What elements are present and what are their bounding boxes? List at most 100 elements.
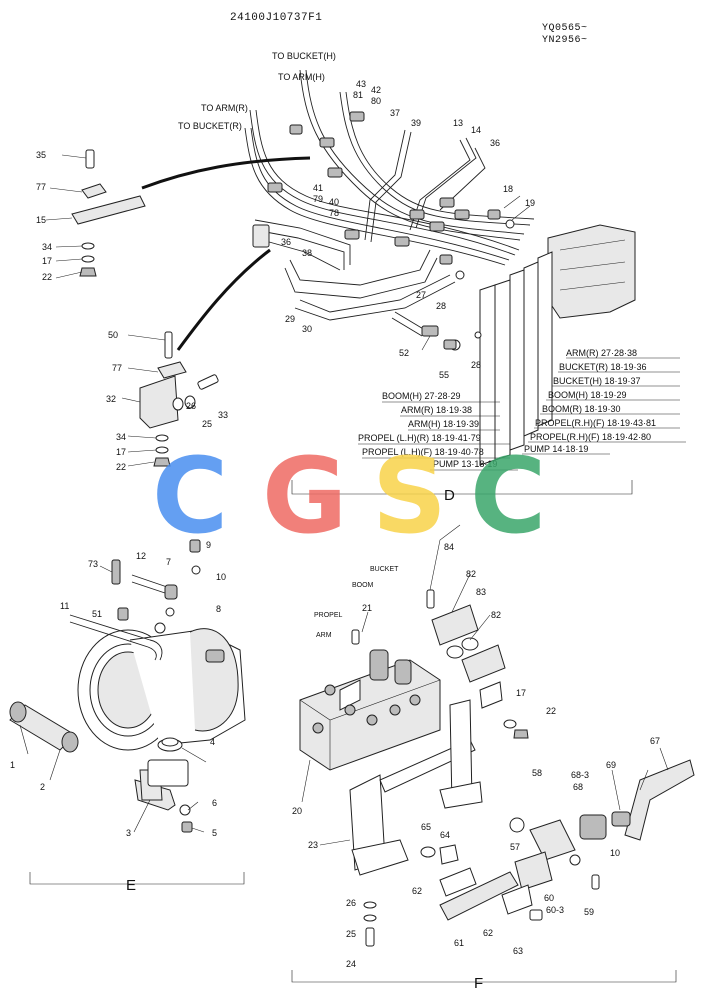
control-valve-body: [547, 224, 636, 319]
watermark-letter: C: [470, 435, 546, 557]
part-number: 58: [532, 768, 542, 778]
part-number: 11: [60, 601, 69, 611]
part-number: 55: [439, 370, 449, 380]
part-number: 8: [216, 604, 221, 614]
part-number: 62: [483, 928, 493, 938]
part-number: 33: [218, 410, 228, 420]
part-number: 7: [166, 557, 171, 567]
part-number: 13: [453, 118, 463, 128]
caption-bucket: BUCKET: [370, 566, 399, 573]
legend-boom-h-r: BOOM(H) 18·19·29: [548, 390, 627, 400]
part-number: 64: [440, 830, 450, 840]
part-number: 17: [42, 256, 52, 266]
legend-propel-rh-f-b: PROPEL(R.H)(F) 18·19·42·80: [530, 432, 651, 442]
section-e-pump: [9, 539, 246, 833]
legend-pump-13: PUMP 13·18·19: [433, 459, 497, 469]
part-number: 50: [108, 330, 118, 340]
section-e-bracket: [29, 872, 245, 885]
part-number: 22: [116, 462, 126, 472]
part-number: 57: [510, 842, 520, 852]
part-number: 29: [285, 314, 295, 324]
part-number: 25: [202, 419, 212, 429]
part-number-labels: 35 77 15 34 17 22 50 77 32 26 25 33 34 1…: [10, 79, 660, 969]
part-number: 65: [421, 822, 431, 832]
section-letters: D E F: [126, 487, 483, 992]
part-number: 60-3: [546, 905, 564, 915]
legend-propel-lh-f: PROPEL (L.H)(F) 18·19·40·78: [362, 447, 484, 457]
legend-boom-r: BOOM(R) 18·19·30: [542, 404, 621, 414]
part-number: 2: [40, 782, 45, 792]
part-number: 38: [302, 248, 312, 258]
part-number: 18: [503, 184, 513, 194]
part-number: 52: [399, 348, 409, 358]
part-number: 35: [36, 150, 46, 160]
clamp-assembly-upper: [71, 149, 146, 277]
section-label-d: D: [444, 487, 455, 504]
watermark-letter: C: [152, 435, 228, 557]
hose-destination-captions: TO BUCKET(H) TO ARM(H) TO ARM(R) TO BUCK…: [178, 51, 336, 131]
part-number: 23: [308, 840, 318, 850]
part-number: 27: [416, 290, 426, 300]
legend-boom-h-l: BOOM(H) 27·28·29: [382, 391, 461, 401]
part-number: 82: [491, 610, 501, 620]
caption-to-bucket-r: TO BUCKET(R): [178, 121, 242, 131]
part-number: 68-3: [571, 770, 589, 780]
part-number: 26: [346, 898, 356, 908]
caption-to-arm-r: TO ARM(R): [201, 103, 248, 113]
watermark-letter: G: [262, 435, 347, 557]
part-number: 60: [544, 893, 554, 903]
part-number: 40: [329, 197, 339, 207]
legend-arm-r-l: ARM(R) 18·19·38: [401, 405, 472, 415]
part-number: 68: [573, 782, 583, 792]
part-number: 42: [371, 85, 381, 95]
part-number: 12: [136, 551, 146, 561]
part-number: 10: [610, 848, 620, 858]
part-number: 4: [210, 737, 215, 747]
part-number: 25: [346, 929, 356, 939]
legend-arm-h-l: ARM(H) 18·19·39: [408, 419, 479, 429]
part-number: 22: [546, 706, 556, 716]
legend-pump-14: PUMP 14·18·19: [524, 444, 588, 454]
serial-range-1: YQ0565~: [542, 23, 588, 34]
part-number: 26: [186, 401, 196, 411]
part-number: 82: [466, 569, 476, 579]
legend-arm-r: ARM(R) 27·28·38: [566, 348, 637, 358]
part-number: 81: [353, 90, 363, 100]
part-number: 17: [516, 688, 526, 698]
caption-arm: ARM: [316, 632, 332, 639]
part-number: 22: [42, 272, 52, 282]
part-number: 14: [471, 125, 481, 135]
watermark-logo: C G S C: [152, 435, 546, 557]
part-number: 73: [88, 559, 98, 569]
legend-bucket-r: BUCKET(R) 18·19·36: [559, 362, 647, 372]
part-number: 34: [116, 432, 126, 442]
legend-propel-rh-f-a: PROPEL(R.H)(F) 18·19·43·81: [535, 418, 656, 428]
caption-propel: PROPEL: [314, 612, 343, 619]
watermark-letter: S: [372, 435, 447, 557]
part-number: 63: [513, 946, 523, 956]
legend-bucket-h: BUCKET(H) 18·19·37: [553, 376, 641, 386]
part-number: 28: [471, 360, 481, 370]
part-number: 15: [36, 215, 46, 225]
part-number: 28: [436, 301, 446, 311]
part-number: 20: [292, 806, 302, 816]
part-number: 77: [36, 182, 46, 192]
part-number: 78: [329, 208, 339, 218]
section-f-bracket: [291, 970, 677, 983]
part-number: 79: [313, 194, 323, 204]
part-number: 80: [371, 96, 381, 106]
part-number: 3: [126, 828, 131, 838]
legend-lines: [358, 357, 686, 471]
part-number: 30: [302, 324, 312, 334]
caption-to-bucket-h: TO BUCKET(H): [272, 51, 336, 61]
part-number: 39: [411, 118, 421, 128]
serial-range-2: YN2956~: [542, 35, 588, 46]
part-number: 61: [454, 938, 464, 948]
part-number: 37: [390, 108, 400, 118]
caption-to-arm-h: TO ARM(H): [278, 72, 325, 82]
part-number: 36: [281, 237, 291, 247]
part-number: 34: [42, 242, 52, 252]
part-number: 24: [346, 959, 356, 969]
section-f-captions: BUCKET BOOM PROPEL ARM: [314, 566, 399, 639]
